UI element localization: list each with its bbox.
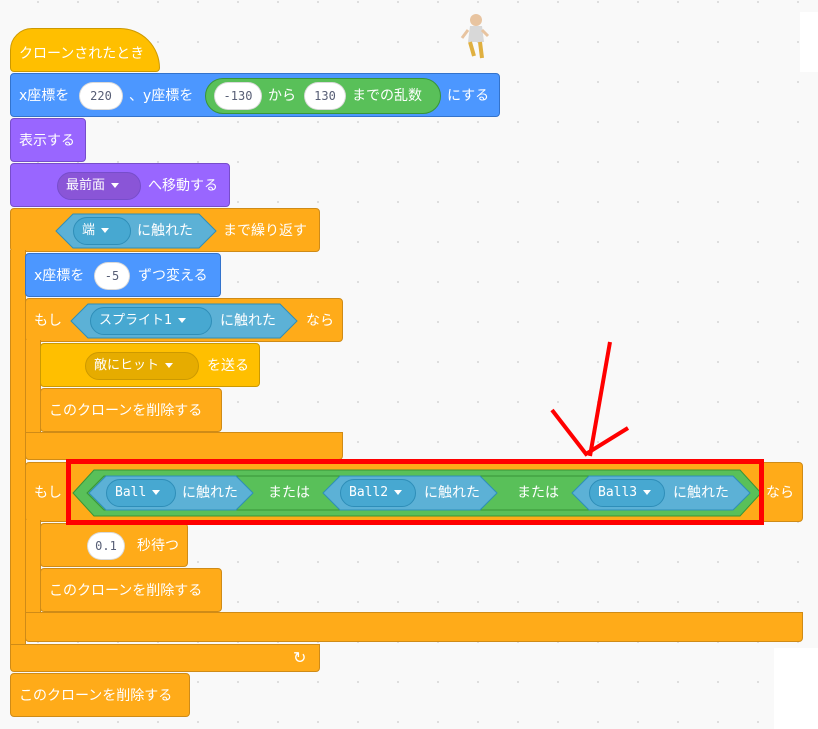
goto-xy-block[interactable]: x座標を 220 、y座標を -130 から 130 までの乱数 にする bbox=[10, 73, 500, 117]
if2-touching-label-3: に触れた bbox=[673, 485, 729, 501]
sprite-thumbnail bbox=[460, 14, 490, 59]
chevron-down-icon bbox=[152, 490, 161, 495]
random-mid-label: から bbox=[268, 88, 296, 104]
sprite-dropdown[interactable]: スプライト1 bbox=[90, 307, 212, 335]
go-to-layer-block[interactable]: 最前面 へ移動する bbox=[10, 163, 230, 207]
hat-label: クローンされたとき bbox=[19, 46, 145, 62]
chevron-down-icon bbox=[165, 363, 174, 368]
random-to-input[interactable]: 130 bbox=[304, 82, 346, 110]
random-block[interactable]: -130 から 130 までの乱数 bbox=[205, 78, 441, 114]
red-arrow-annotation bbox=[550, 341, 630, 457]
if2-touching-label-1: に触れた bbox=[182, 485, 238, 501]
if1-bottom bbox=[25, 432, 343, 460]
if2-arm bbox=[25, 520, 41, 614]
touching-label: に触れた bbox=[137, 223, 193, 239]
ball-option: Ball bbox=[115, 485, 147, 500]
random-post-label: までの乱数 bbox=[352, 88, 422, 104]
delete-clone-block-2[interactable]: このクローンを削除する bbox=[40, 568, 222, 612]
stage-edge bbox=[800, 12, 818, 72]
ball2-option: Ball2 bbox=[349, 485, 389, 500]
stage-edge-bottom bbox=[774, 648, 818, 729]
message-option: 敵にヒット bbox=[94, 358, 160, 373]
repeat-until-bottom: ↻ bbox=[10, 644, 320, 672]
if1-post-label: なら bbox=[306, 313, 334, 329]
if1-touching-label: に触れた bbox=[220, 313, 276, 329]
chevron-down-icon bbox=[394, 490, 403, 495]
if1-pre-label: もし bbox=[34, 313, 62, 329]
show-block[interactable]: 表示する bbox=[10, 118, 86, 162]
repeat-post-label: まで繰り返す bbox=[223, 223, 307, 239]
wait-input[interactable]: 0.1 bbox=[87, 532, 125, 560]
delete-clone-block-1[interactable]: このクローンを削除する bbox=[40, 388, 222, 432]
if-block-2[interactable]: もし Ball に触れた または Ball2 に触れた または Ball3 に触… bbox=[25, 462, 803, 522]
highlight-box bbox=[66, 459, 764, 525]
change-x-pre-label: x座標を bbox=[34, 268, 85, 284]
delete1-label: このクローンを削除する bbox=[49, 403, 203, 419]
ball2-dropdown[interactable]: Ball2 bbox=[340, 479, 416, 507]
goto-x-input[interactable]: 220 bbox=[79, 82, 123, 110]
if2-post-label: なら bbox=[766, 485, 794, 501]
ball-dropdown[interactable]: Ball bbox=[106, 479, 176, 507]
broadcast-block[interactable]: 敵にヒット を送る bbox=[40, 343, 260, 387]
change-x-block[interactable]: x座標を -5 ずつ変える bbox=[25, 253, 221, 297]
if2-touching-label-2: に触れた bbox=[424, 485, 480, 501]
sprite-option: スプライト1 bbox=[99, 313, 173, 328]
repeat-until-block[interactable]: 端 に触れた まで繰り返す bbox=[10, 208, 320, 252]
layer-dropdown[interactable]: 最前面 bbox=[57, 172, 141, 200]
wait-post-label: 秒待つ bbox=[137, 538, 179, 554]
if2-bottom bbox=[25, 612, 803, 642]
if1-arm bbox=[25, 340, 41, 434]
ball3-dropdown[interactable]: Ball3 bbox=[589, 479, 665, 507]
layer-post-label: へ移動する bbox=[148, 178, 218, 194]
edge-dropdown[interactable]: 端 bbox=[73, 217, 131, 245]
or-label-2: または bbox=[517, 485, 559, 501]
broadcast-post-label: を送る bbox=[207, 358, 249, 374]
change-x-post-label: ずつ変える bbox=[138, 268, 208, 284]
chevron-down-icon bbox=[111, 183, 120, 188]
layer-option: 最前面 bbox=[66, 178, 106, 193]
show-label: 表示する bbox=[19, 133, 75, 149]
goto-mid-label: 、y座標を bbox=[129, 88, 194, 104]
change-x-input[interactable]: -5 bbox=[94, 262, 130, 290]
goto-post-label: にする bbox=[447, 88, 490, 104]
repeat-until-arm bbox=[10, 250, 26, 646]
goto-pre-label: x座標を bbox=[19, 88, 70, 104]
ball3-option: Ball3 bbox=[598, 485, 638, 500]
edge-option: 端 bbox=[82, 223, 96, 238]
chevron-down-icon bbox=[178, 318, 187, 323]
message-dropdown[interactable]: 敵にヒット bbox=[85, 352, 199, 380]
when-cloned-hat-block[interactable]: クローンされたとき bbox=[10, 28, 160, 72]
delete-clone-block-3[interactable]: このクローンを削除する bbox=[10, 673, 190, 717]
wait-block[interactable]: 0.1 秒待つ bbox=[40, 523, 188, 567]
loop-arrow-icon: ↻ bbox=[293, 648, 307, 667]
if-block-1[interactable]: もし スプライト1 に触れた なら bbox=[25, 298, 343, 342]
delete3-label: このクローンを削除する bbox=[19, 688, 173, 704]
chevron-down-icon bbox=[101, 228, 110, 233]
if2-pre-label: もし bbox=[34, 485, 62, 501]
random-from-input[interactable]: -130 bbox=[214, 82, 262, 110]
or-label-1: または bbox=[268, 485, 310, 501]
delete2-label: このクローンを削除する bbox=[49, 583, 203, 599]
chevron-down-icon bbox=[643, 490, 652, 495]
